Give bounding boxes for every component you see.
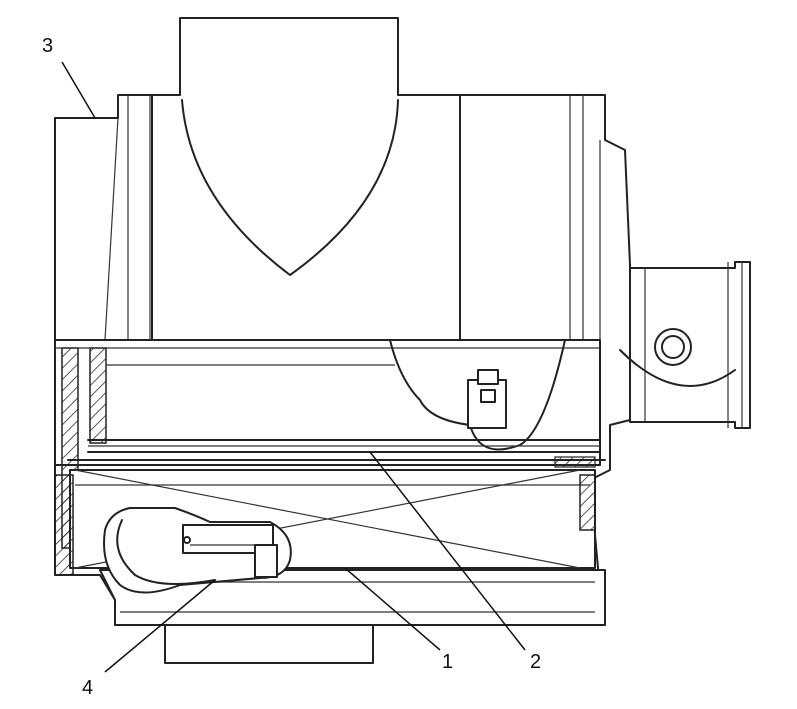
leader-2 bbox=[369, 451, 526, 651]
sensor-port-icon bbox=[654, 328, 692, 366]
leader-1 bbox=[344, 567, 441, 651]
leader-3 bbox=[61, 61, 96, 119]
leader-lines bbox=[61, 61, 526, 673]
callout-2: 2 bbox=[530, 651, 541, 673]
filter-seal bbox=[67, 439, 606, 468]
drain-outlet bbox=[164, 624, 374, 664]
latch bbox=[103, 507, 292, 594]
outlet-pipe bbox=[619, 261, 751, 429]
callout-4: 4 bbox=[82, 677, 93, 699]
inlet-duct bbox=[151, 17, 461, 341]
callout-3: 3 bbox=[42, 35, 53, 57]
lower-body bbox=[54, 339, 601, 549]
leader-4 bbox=[104, 579, 216, 673]
callout-1: 1 bbox=[442, 651, 453, 673]
